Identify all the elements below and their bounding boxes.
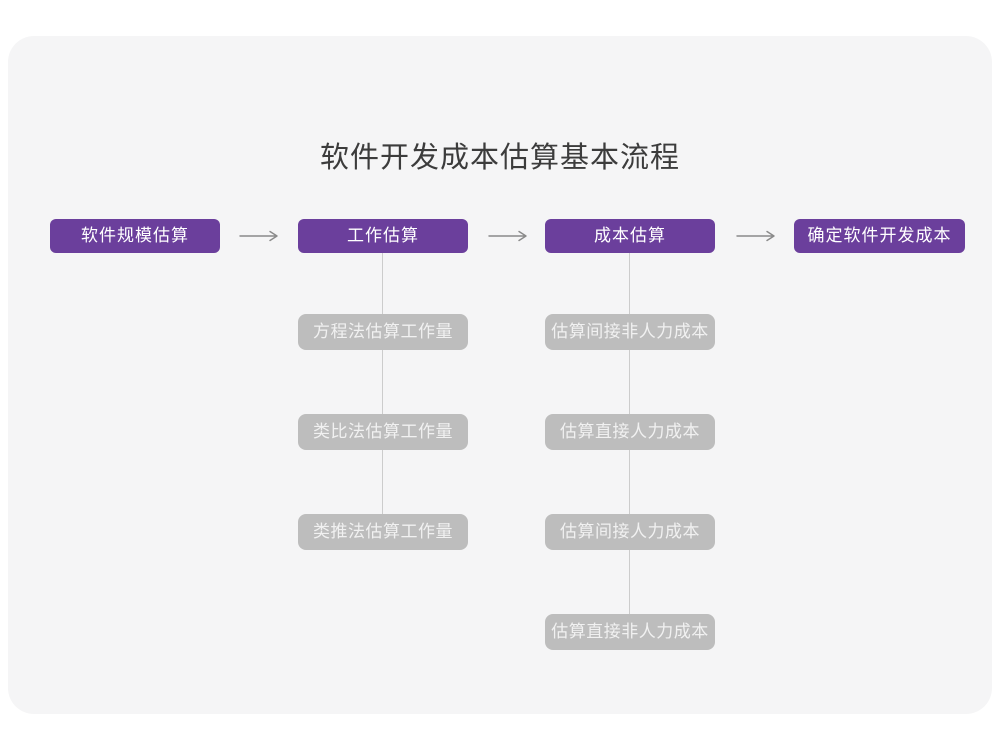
- substep-equation-method: 方程法估算工作量: [298, 314, 468, 350]
- right-arrow-icon: [488, 230, 527, 242]
- stage-cost-estimation: 成本估算: [545, 219, 715, 253]
- stage-work-estimation: 工作估算: [298, 219, 468, 253]
- substep-direct-nonlabor-cost: 估算直接非人力成本: [545, 614, 715, 650]
- substep-analogy-method: 类比法估算工作量: [298, 414, 468, 450]
- substep-direct-labor-cost: 估算直接人力成本: [545, 414, 715, 450]
- connector-line-work-estimation: [382, 253, 383, 515]
- right-arrow-icon: [239, 230, 278, 242]
- stage-determine-development-cost: 确定软件开发成本: [794, 219, 965, 253]
- substep-indirect-nonlabor-cost: 估算间接非人力成本: [545, 314, 715, 350]
- substep-extrapolation-method: 类推法估算工作量: [298, 514, 468, 550]
- stage-software-scale-estimation: 软件规模估算: [50, 219, 220, 253]
- substep-indirect-labor-cost: 估算间接人力成本: [545, 514, 715, 550]
- diagram-title: 软件开发成本估算基本流程: [319, 142, 680, 174]
- right-arrow-icon: [736, 230, 775, 242]
- flowchart-card: 软件开发成本估算基本流程 软件规模估算 工作估算 成本估算 确定软件开发成本 方…: [8, 36, 992, 714]
